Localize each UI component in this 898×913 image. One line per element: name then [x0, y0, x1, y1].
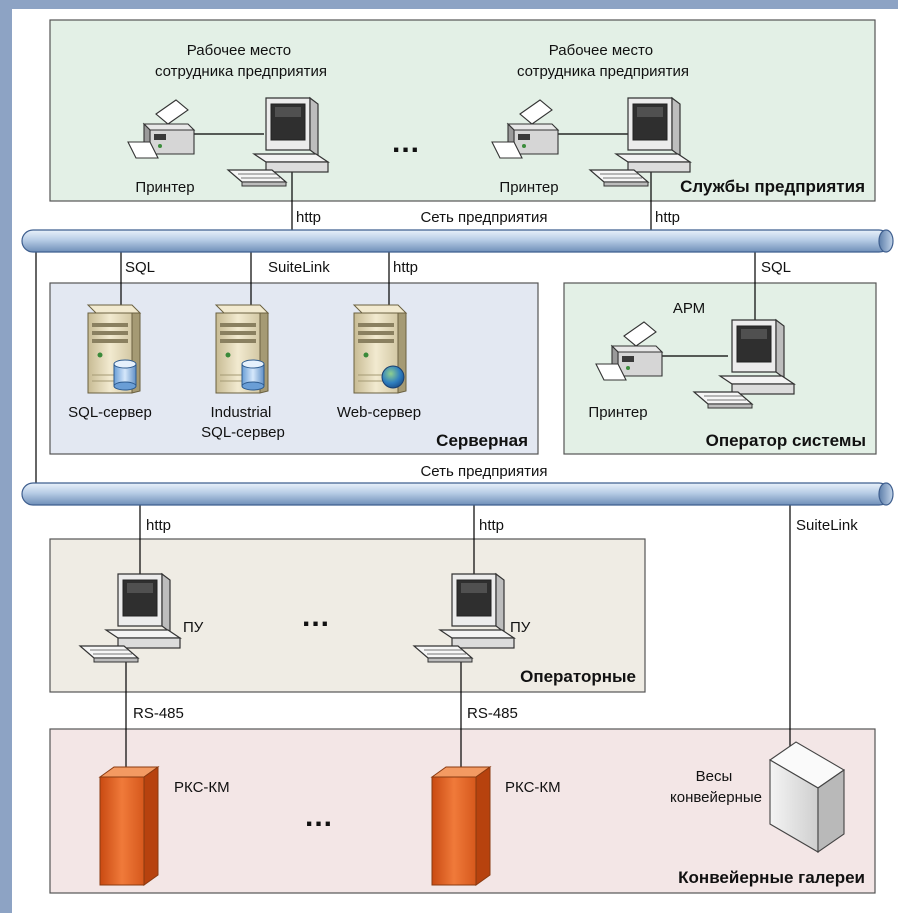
- link-label-ws2: http: [655, 209, 680, 226]
- link-label-pu2: http: [479, 517, 504, 534]
- printer-2-label: Принтер: [499, 179, 558, 196]
- workstation-1-title: Рабочее место сотрудника предприятия: [155, 42, 327, 80]
- zone-title-services: Службы предприятия: [680, 177, 865, 196]
- network-bus-bottom: [21, 482, 894, 506]
- top-frame-stripe: [0, 0, 898, 9]
- left-frame-stripe: [0, 0, 12, 913]
- database-icon: [241, 359, 265, 391]
- zone-title-system-operator: Оператор системы: [706, 431, 866, 450]
- pu-2-label: ПУ: [510, 619, 531, 636]
- plc-2-label: РКС-КМ: [505, 779, 561, 796]
- link-label-rs485-2: RS-485: [467, 705, 518, 722]
- pu-1-label: ПУ: [183, 619, 204, 636]
- arm-title: АРМ: [673, 300, 705, 317]
- link-label-scales: SuiteLink: [796, 517, 858, 534]
- arm-printer-label: Принтер: [588, 404, 647, 421]
- link-label-web: http: [393, 259, 418, 276]
- zone-title-server-room: Серверная: [436, 431, 528, 450]
- network-bus-top: [21, 229, 894, 253]
- database-icon: [113, 359, 137, 391]
- link-label-arm: SQL: [761, 259, 791, 276]
- workstation-2-title: Рабочее место сотрудника предприятия: [517, 42, 689, 80]
- industrial-server-label: Industrial SQL-сервер: [201, 404, 285, 441]
- galleries-ellipsis: ...: [305, 800, 333, 833]
- link-label-ws1: http: [296, 209, 321, 226]
- workstations-ellipsis: ...: [392, 126, 420, 159]
- operators-ellipsis: ...: [302, 600, 330, 633]
- link-label-pu1: http: [146, 517, 171, 534]
- link-label-sql-server: SQL: [125, 259, 155, 276]
- web-server-label: Web-сервер: [337, 404, 421, 421]
- zone-title-operators: Операторные: [520, 667, 636, 686]
- plc-1-label: РКС-КМ: [174, 779, 230, 796]
- globe-icon: [381, 365, 405, 389]
- link-label-rs485-1: RS-485: [133, 705, 184, 722]
- sql-server-label: SQL-сервер: [68, 404, 152, 421]
- controller-cabinet-icon: [99, 766, 159, 886]
- conveyor-scales-icon: [768, 741, 846, 854]
- zone-title-galleries: Конвейерные галереи: [678, 868, 865, 887]
- printer-1-label: Принтер: [135, 179, 194, 196]
- network-label-top: Сеть предприятия: [420, 209, 547, 226]
- scales-label: Весы конвейерные: [670, 768, 762, 806]
- network-label-bottom: Сеть предприятия: [420, 463, 547, 480]
- controller-cabinet-icon: [431, 766, 491, 886]
- link-label-industrial: SuiteLink: [268, 259, 330, 276]
